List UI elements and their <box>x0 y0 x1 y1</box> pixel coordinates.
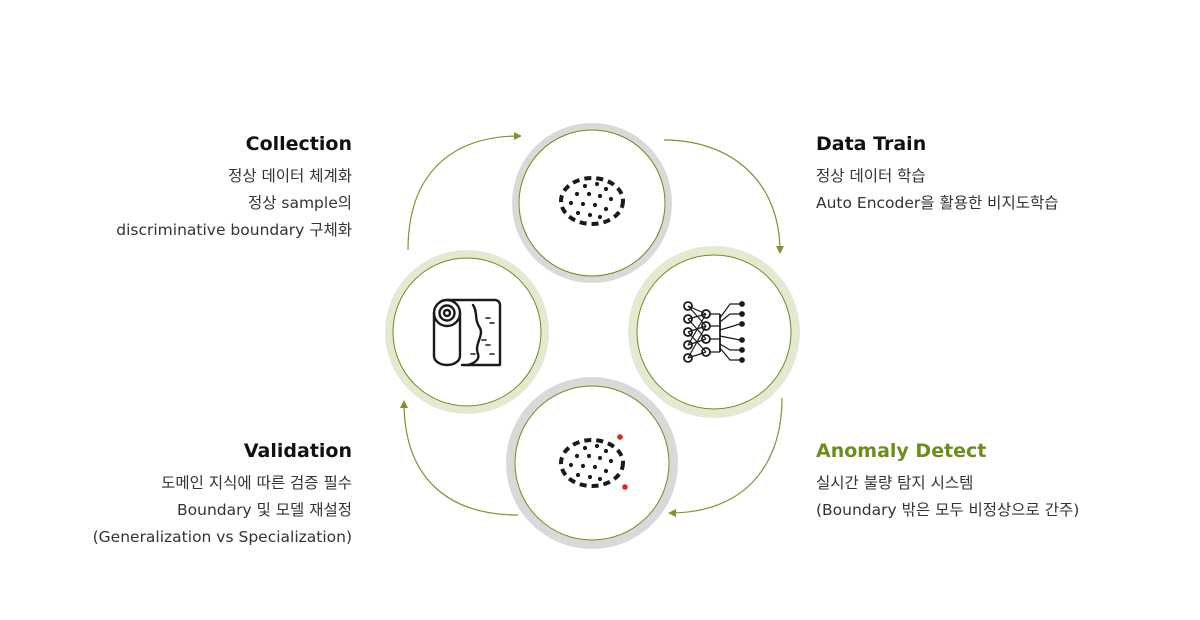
anomaly-detect-title: Anomaly Detect <box>816 440 987 462</box>
arrow-anomaly-to-validation <box>400 400 519 516</box>
arrow-collection-to-normal <box>407 132 522 251</box>
validation-line-3: (Generalization vs Specialization) <box>92 528 352 546</box>
collection-title: Collection <box>245 133 352 155</box>
validation-title: Validation <box>243 440 352 462</box>
fabric-roll-icon <box>432 298 502 367</box>
validation-block: Validation 도메인 지식에 따른 검증 필수 Boundary 및 모… <box>93 438 352 551</box>
data-train-node <box>628 246 800 418</box>
arrow-normal-to-train <box>663 139 784 254</box>
normal-cluster-node <box>512 123 672 283</box>
collection-line-3: discriminative boundary 구체화 <box>116 221 352 239</box>
anomaly-detect-line-1: 실시간 불량 탐지 시스템 <box>816 474 974 492</box>
data-train-line-1: 정상 데이터 학습 <box>816 167 926 185</box>
anomaly-point <box>617 434 623 440</box>
data-train-line-2: Auto Encoder을 활용한 비지도학습 <box>816 194 1059 212</box>
anomaly-detect-block: Anomaly Detect 실시간 불량 탐지 시스템 (Boundary 밖… <box>816 438 1079 524</box>
data-train-title: Data Train <box>816 133 927 155</box>
data-train-block: Data Train 정상 데이터 학습 Auto Encoder을 활용한 비… <box>816 131 1058 217</box>
normal-cluster-icon <box>559 176 625 226</box>
validation-line-1: 도메인 지식에 따른 검증 필수 <box>161 474 352 492</box>
arrow-train-to-anomaly <box>668 397 783 517</box>
anomaly-detect-node <box>506 377 678 549</box>
collection-line-2: 정상 sample의 <box>247 194 352 212</box>
neural-network-icon <box>683 301 745 363</box>
anomaly-cluster-icon <box>559 434 628 490</box>
collection-line-1: 정상 데이터 체계화 <box>228 167 352 185</box>
anomaly-detect-line-2: (Boundary 밖은 모두 비정상으로 간주) <box>816 501 1080 519</box>
anomaly-point <box>622 484 628 490</box>
collection-block: Collection 정상 데이터 체계화 정상 sample의 discrim… <box>116 131 352 244</box>
collection-node <box>385 250 549 414</box>
validation-line-2: Boundary 및 모델 재설정 <box>177 501 352 519</box>
